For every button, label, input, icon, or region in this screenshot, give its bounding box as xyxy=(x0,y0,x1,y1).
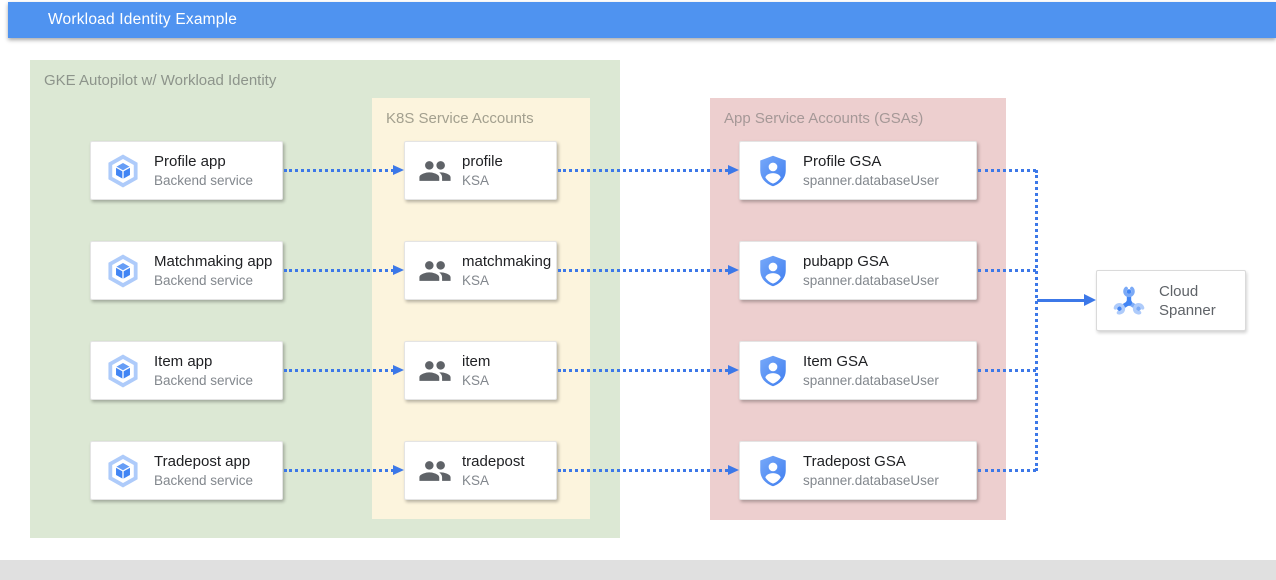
arrowhead-icon xyxy=(728,365,739,375)
gsa-node-pubapp: pubapp GSA spanner.databaseUser xyxy=(739,241,977,300)
shield-person-icon xyxy=(760,155,786,186)
spanner-label-line2: Spanner xyxy=(1159,301,1216,319)
node-title: Item app xyxy=(154,352,213,370)
cloud-spanner-wrench-icon xyxy=(1113,286,1145,314)
gsa-node-tradepost: Tradepost GSA spanner.databaseUser xyxy=(739,441,977,500)
slide-title: Workload Identity Example xyxy=(48,11,238,28)
node-subtitle: spanner.databaseUser xyxy=(803,172,939,188)
node-subtitle: spanner.databaseUser xyxy=(803,272,939,288)
people-icon xyxy=(419,160,451,181)
node-title: Tradepost GSA xyxy=(803,452,906,470)
cloud-spanner-node: Cloud Spanner xyxy=(1096,270,1246,331)
gke-hexagon-icon xyxy=(108,354,138,387)
arrowhead-icon xyxy=(393,265,404,275)
gsa-node-item: Item GSA spanner.databaseUser xyxy=(739,341,977,400)
arrow-ksa-to-gsa xyxy=(558,469,728,472)
line-gsa-to-bus xyxy=(978,169,1036,172)
arrowhead-icon xyxy=(728,165,739,175)
node-subtitle: spanner.databaseUser xyxy=(803,372,939,388)
node-title: matchmaking xyxy=(462,252,552,270)
people-icon xyxy=(419,460,451,481)
gke-hexagon-icon xyxy=(108,454,138,487)
node-subtitle: KSA xyxy=(462,272,490,288)
people-icon xyxy=(419,260,451,281)
line-gsa-to-bus xyxy=(978,269,1036,272)
arrowhead-icon xyxy=(393,465,404,475)
arrowhead-icon xyxy=(728,265,739,275)
arrowhead-icon xyxy=(393,165,404,175)
node-title: Profile GSA xyxy=(803,152,882,170)
gke-hexagon-icon xyxy=(108,254,138,287)
arrowhead-icon xyxy=(728,465,739,475)
node-title: profile xyxy=(462,152,503,170)
gke-container-label: GKE Autopilot w/ Workload Identity xyxy=(44,72,277,89)
arrow-app-to-ksa xyxy=(284,269,394,272)
footer-bar xyxy=(0,560,1276,580)
arrow-bus-to-spanner xyxy=(1037,299,1086,302)
shield-person-icon xyxy=(760,455,786,486)
node-title: Profile app xyxy=(154,152,226,170)
arrow-ksa-to-gsa xyxy=(558,369,728,372)
node-subtitle: Backend service xyxy=(154,372,254,388)
gsa-container-label: App Service Accounts (GSAs) xyxy=(724,110,924,127)
arrow-ksa-to-gsa xyxy=(558,169,728,172)
gsa-bus-line xyxy=(1035,170,1038,471)
node-title: tradepost xyxy=(462,452,525,470)
node-title: item xyxy=(462,352,491,370)
arrow-app-to-ksa xyxy=(284,469,394,472)
gsa-node-profile: Profile GSA spanner.databaseUser xyxy=(739,141,977,200)
arrowhead-icon xyxy=(1084,294,1096,306)
shield-person-icon xyxy=(760,355,786,386)
line-gsa-to-bus xyxy=(978,469,1036,472)
node-title: Item GSA xyxy=(803,352,869,370)
node-title: Matchmaking app xyxy=(154,252,273,270)
node-subtitle: Backend service xyxy=(154,272,254,288)
node-title: Tradepost app xyxy=(154,452,251,470)
node-subtitle: Backend service xyxy=(154,172,254,188)
title-bar: Workload Identity Example xyxy=(8,2,1276,38)
arrow-app-to-ksa xyxy=(284,369,394,372)
arrow-ksa-to-gsa xyxy=(558,269,728,272)
people-icon xyxy=(419,360,451,381)
gke-hexagon-icon xyxy=(108,154,138,187)
node-subtitle: Backend service xyxy=(154,472,254,488)
ksa-container-label: K8S Service Accounts xyxy=(386,110,534,127)
arrowhead-icon xyxy=(393,365,404,375)
arrow-app-to-ksa xyxy=(284,169,394,172)
line-gsa-to-bus xyxy=(978,369,1036,372)
node-subtitle: KSA xyxy=(462,372,490,388)
node-title: pubapp GSA xyxy=(803,252,889,270)
node-subtitle: spanner.databaseUser xyxy=(803,472,939,488)
spanner-label-line1: Cloud xyxy=(1159,282,1199,300)
node-subtitle: KSA xyxy=(462,472,490,488)
shield-person-icon xyxy=(760,255,786,286)
node-subtitle: KSA xyxy=(462,172,490,188)
